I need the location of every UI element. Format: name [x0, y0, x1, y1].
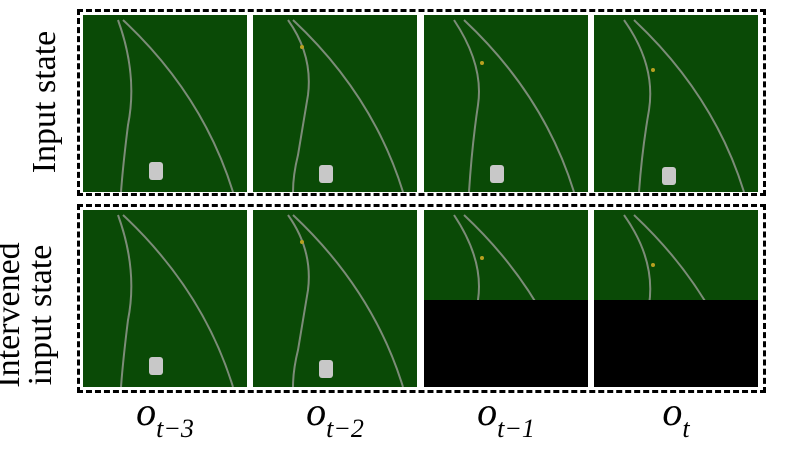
frame-input-t — [594, 15, 758, 192]
car-icon — [149, 162, 163, 180]
row-label-input-state: Input state — [26, 30, 63, 174]
input-state-group — [77, 9, 766, 196]
frame-intervened-t-1 — [424, 210, 588, 387]
black-mask — [424, 300, 588, 387]
car-icon — [319, 165, 333, 183]
label-o-t-3: ot−3 — [136, 389, 194, 444]
black-mask — [594, 300, 758, 387]
frame-input-t-2 — [253, 15, 417, 192]
row-label-intervened-input-state: Intervened input state — [0, 220, 59, 410]
label-o-t-1: ot−1 — [477, 389, 535, 444]
frame-intervened-t — [594, 210, 758, 387]
car-icon — [149, 357, 163, 375]
label-o-t-2: ot−2 — [306, 389, 364, 444]
frame-intervened-t-2 — [253, 210, 417, 387]
car-icon — [319, 360, 333, 378]
label-o-t: ot — [662, 389, 690, 444]
row-label-line-2: input state — [22, 244, 59, 386]
frame-input-t-1 — [424, 15, 588, 192]
frame-intervened-t-3 — [83, 210, 247, 387]
intervened-state-group — [77, 204, 766, 393]
car-icon — [662, 167, 676, 185]
frame-input-t-3 — [83, 15, 247, 192]
car-icon — [490, 165, 504, 183]
